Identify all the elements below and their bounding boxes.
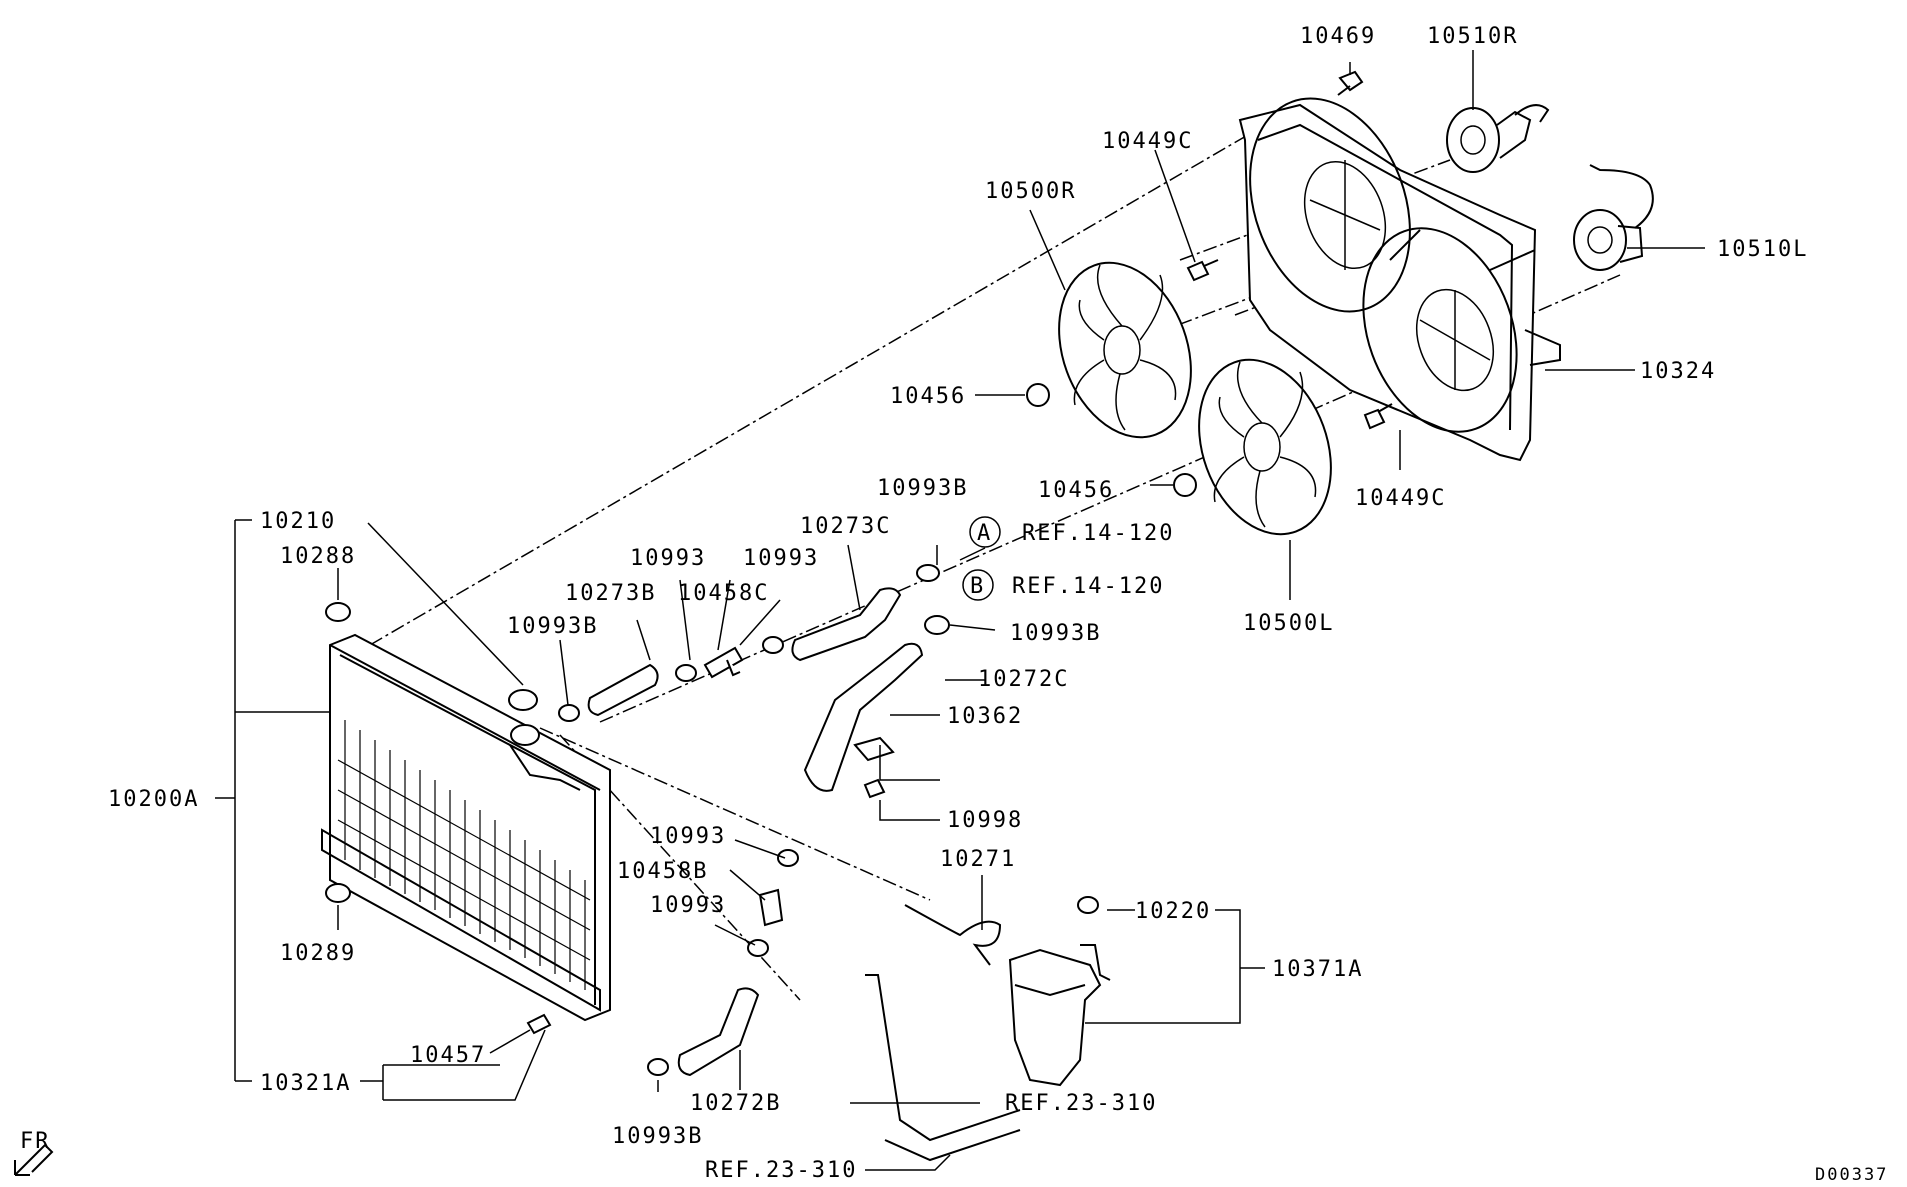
label-10993-b: 10993 (743, 546, 819, 571)
label-10321a: 10321A (260, 1071, 351, 1096)
ref-23-310-b: REF.23-310 (705, 1158, 857, 1183)
label-diagram-id: D00337 (1815, 1165, 1888, 1185)
label-10200a: 10200A (108, 787, 199, 812)
mount-10289 (325, 883, 351, 903)
label-10220: 10220 (1135, 899, 1211, 924)
label-10500l: 10500L (1243, 611, 1334, 636)
label-10456-a: 10456 (890, 384, 966, 409)
fan-motor-left (1573, 164, 1654, 271)
label-10457: 10457 (410, 1043, 486, 1068)
label-10362: 10362 (947, 704, 1023, 729)
label-fr: FR (20, 1129, 51, 1154)
label-10449c-top: 10449C (1102, 129, 1193, 154)
label-10324: 10324 (1640, 359, 1716, 384)
label-10993b-d: 10993B (612, 1124, 703, 1149)
ref-marker-a: A (969, 516, 1001, 548)
joint-10458b (758, 888, 784, 927)
hose-10272b (677, 987, 760, 1077)
part-labels: 10469 10510R 10449C 10500R 10510L 10324 … (20, 24, 1888, 1185)
label-10273b: 10273B (565, 581, 656, 606)
ref-14-120-b: REF.14-120 (1012, 574, 1164, 599)
label-10469: 10469 (1300, 24, 1376, 49)
reserve-tank (1008, 944, 1111, 1087)
label-10998: 10998 (947, 808, 1023, 833)
label-10458c: 10458C (678, 581, 769, 606)
nut-10456-upper (1026, 383, 1050, 407)
radiator-cap (508, 689, 538, 711)
leader-lines (215, 50, 1705, 1171)
label-10273c: 10273C (800, 514, 891, 539)
label-10510l: 10510L (1717, 237, 1808, 262)
bolt-10449c-top (1186, 259, 1219, 282)
hose-10273b (587, 663, 659, 717)
bolt-10449c-bottom (1363, 403, 1393, 430)
fan-shroud (1238, 97, 1561, 462)
hose-10273c (791, 587, 902, 662)
ref-b-letter: B (970, 574, 985, 599)
label-10371a: 10371A (1272, 957, 1363, 982)
joint-10458c (703, 646, 744, 679)
nut-10456-lower (1173, 473, 1197, 497)
bolt-10469 (1337, 70, 1364, 96)
label-10210: 10210 (260, 509, 336, 534)
drain-plug (526, 1013, 552, 1035)
label-10993b-b: 10993B (507, 614, 598, 639)
label-10993b-a: 10993B (877, 476, 968, 501)
front-arrow-icon (14, 1143, 54, 1176)
ref-a-letter: A (977, 521, 992, 546)
label-10993b-c: 10993B (1010, 621, 1101, 646)
ref-hose-lower (865, 974, 1021, 1162)
label-10993-a: 10993 (630, 546, 706, 571)
label-10993-d: 10993 (650, 893, 726, 918)
mount-10288 (325, 602, 351, 622)
fan-10500l (1198, 358, 1332, 536)
fan-motor-right (1446, 104, 1550, 173)
ref-marker-b: B (962, 569, 994, 601)
bolt-10998 (863, 778, 886, 799)
label-10272b: 10272B (690, 1091, 781, 1116)
label-10272c: 10272C (978, 667, 1069, 692)
label-10458b: 10458B (617, 859, 708, 884)
label-10510r: 10510R (1427, 24, 1518, 49)
ref-23-310-a: REF.23-310 (1005, 1091, 1157, 1116)
label-10993-c: 10993 (650, 824, 726, 849)
label-10271: 10271 (940, 847, 1016, 872)
hose-10271 (904, 904, 1002, 966)
label-10500r: 10500R (985, 179, 1076, 204)
bracket-10362 (853, 736, 895, 762)
label-10288: 10288 (280, 544, 356, 569)
radiator (321, 633, 611, 1022)
label-10456-b: 10456 (1038, 478, 1114, 503)
fan-10500r (1058, 261, 1192, 439)
ref-14-120-a: REF.14-120 (1022, 521, 1174, 546)
label-10289: 10289 (280, 941, 356, 966)
label-10449c-bottom: 10449C (1355, 486, 1446, 511)
hose-10272c (803, 642, 924, 792)
